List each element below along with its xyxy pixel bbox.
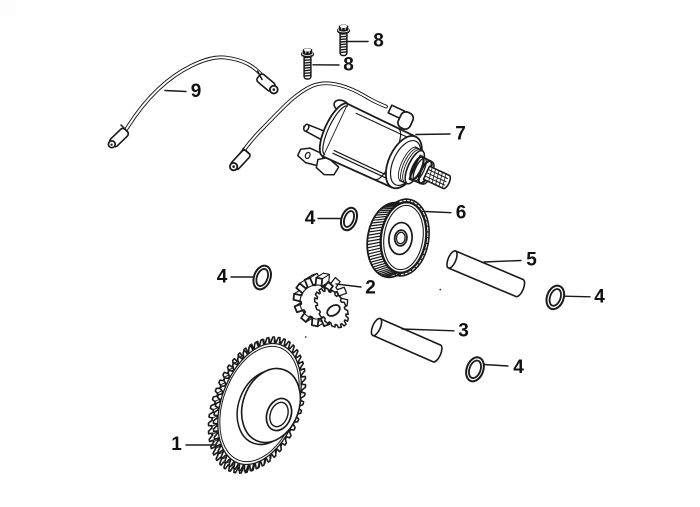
- svg-text:4: 4: [217, 267, 228, 288]
- svg-text:5: 5: [526, 250, 537, 271]
- svg-text:4: 4: [594, 286, 605, 307]
- svg-text:4: 4: [513, 357, 524, 378]
- svg-text:8: 8: [373, 31, 384, 52]
- svg-text:4: 4: [305, 208, 316, 229]
- svg-text:6: 6: [456, 203, 467, 224]
- svg-text:9: 9: [191, 81, 202, 102]
- svg-text:3: 3: [458, 321, 469, 342]
- svg-text:1: 1: [171, 434, 182, 455]
- svg-text:7: 7: [455, 124, 466, 145]
- svg-text:8: 8: [343, 55, 354, 76]
- svg-text:2: 2: [365, 278, 376, 299]
